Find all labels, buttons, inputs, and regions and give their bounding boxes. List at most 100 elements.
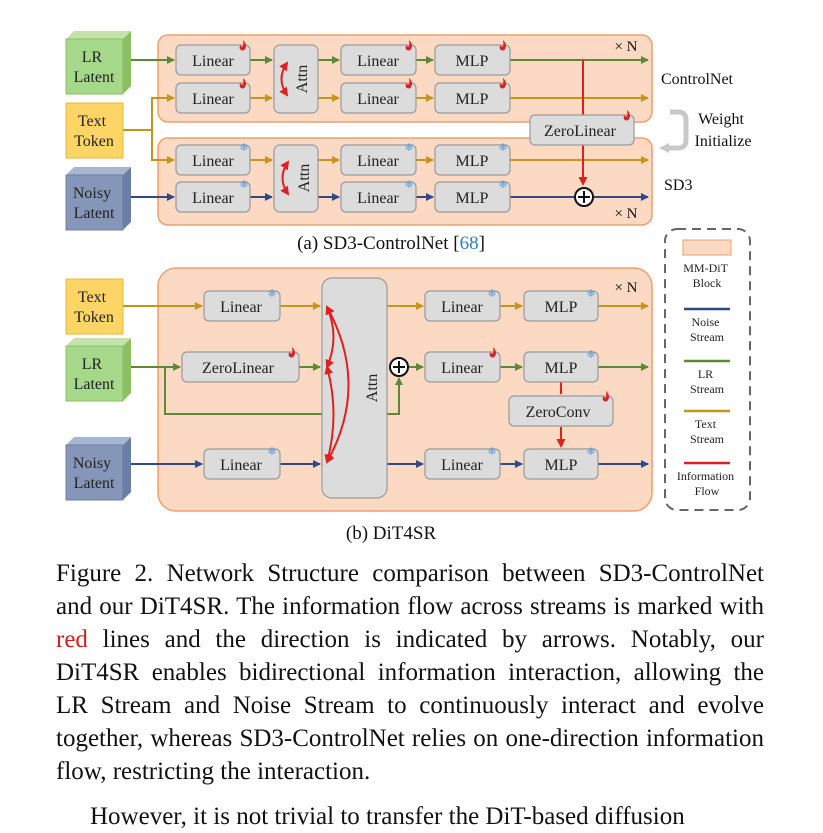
snowflake-icon: ❄ bbox=[267, 288, 276, 300]
body-text-fragment: However, it is not trivial to transfer t… bbox=[90, 803, 685, 830]
figure-caption: Figure 2. Network Structure comparison b… bbox=[56, 557, 764, 788]
svg-text:MLP: MLP bbox=[456, 190, 489, 207]
flame-icon bbox=[288, 347, 296, 358]
noisy-latent-cube-a: Noisy Latent bbox=[65, 167, 131, 231]
svg-text:Linear: Linear bbox=[357, 190, 399, 207]
panel-b: Text Token LR Latent Noisy Latent bbox=[65, 267, 653, 544]
lr-latent-label-a: LR Latent bbox=[74, 49, 115, 86]
svg-text:Attn: Attn bbox=[294, 65, 311, 93]
add-node-b bbox=[389, 357, 409, 377]
controlnet-attn: Attn bbox=[273, 44, 319, 114]
sd3-mlp-1: MLP ❄ bbox=[434, 142, 511, 176]
dit4sr-text-mlp: MLP ❄ bbox=[523, 288, 599, 322]
sd3-linear-1: Linear ❄ bbox=[175, 142, 251, 176]
text-token-box-b: Text Token bbox=[65, 278, 124, 335]
text-token-label-a: Text Token bbox=[74, 113, 114, 150]
weight-initialize-label: Weight Initialize bbox=[695, 111, 752, 150]
attn-bidirectional-arrow bbox=[279, 61, 289, 97]
noisy-latent-label-b: Noisy Latent bbox=[73, 455, 115, 492]
repeat-label-dit4sr: × N bbox=[614, 280, 637, 296]
noisy-latent-cube-b: Noisy Latent bbox=[65, 437, 131, 501]
svg-text:Attn: Attn bbox=[364, 374, 381, 402]
weight-initialize-arrow bbox=[659, 109, 689, 153]
snowflake-icon: ❄ bbox=[586, 446, 595, 458]
svg-text:Linear: Linear bbox=[192, 91, 234, 108]
svg-text:ZeroLinear: ZeroLinear bbox=[202, 360, 275, 377]
flame-icon bbox=[499, 40, 507, 51]
legend-mmdit-label: MM-DiT Block bbox=[683, 261, 730, 290]
caption-red-word: red bbox=[56, 626, 88, 653]
flame-icon bbox=[489, 347, 497, 358]
snowflake-icon: ❄ bbox=[586, 288, 595, 300]
svg-text:ZeroLinear: ZeroLinear bbox=[544, 123, 617, 140]
panel-b-caption: (b) DiT4SR bbox=[346, 523, 437, 544]
svg-text:MLP: MLP bbox=[456, 53, 489, 70]
svg-text:Linear: Linear bbox=[357, 153, 399, 170]
caption-part-1: Figure 2. Network Structure comparison b… bbox=[56, 560, 764, 620]
legend-info-label: Information Flow bbox=[677, 469, 737, 498]
noisy-latent-label-a: Noisy Latent bbox=[73, 185, 115, 222]
legend: MM-DiT Block Noise Stream LR Stream Text… bbox=[664, 228, 751, 511]
controlnet-linear-3: Linear bbox=[340, 40, 417, 76]
repeat-label-sd3: × N bbox=[614, 206, 637, 222]
dit4sr-noise-linear-1: Linear ❄ bbox=[203, 446, 281, 480]
svg-text:ZeroConv: ZeroConv bbox=[526, 404, 591, 421]
text-token-box-a: Text Token bbox=[65, 102, 124, 159]
snowflake-icon: ❄ bbox=[498, 142, 507, 154]
sd3-linear-3: Linear ❄ bbox=[340, 142, 417, 176]
citation-link[interactable]: 68 bbox=[460, 233, 479, 254]
stream-lines-a bbox=[123, 56, 649, 201]
dit4sr-noise-linear-2: Linear ❄ bbox=[424, 446, 501, 480]
panel-a-caption: (a) SD3-ControlNet [68] bbox=[297, 233, 485, 254]
dit4sr-lr-mlp: MLP ❄ bbox=[523, 349, 599, 383]
add-node-a bbox=[574, 187, 594, 207]
dit4sr-zero-conv: ZeroConv bbox=[508, 391, 614, 427]
dit4sr-zero-linear: ZeroLinear bbox=[181, 347, 300, 383]
svg-text:Linear: Linear bbox=[441, 360, 483, 377]
snowflake-icon: ❄ bbox=[267, 446, 276, 458]
lr-latent-cube-b: LR Latent bbox=[65, 338, 131, 402]
dit4sr-attn: Attn bbox=[321, 277, 388, 499]
svg-text:Linear: Linear bbox=[441, 457, 483, 474]
svg-text:Linear: Linear bbox=[192, 190, 234, 207]
snowflake-icon: ❄ bbox=[239, 179, 248, 191]
sd3-linear-4: Linear ❄ bbox=[340, 179, 417, 213]
dit4sr-text-linear-2: Linear ❄ bbox=[424, 288, 501, 322]
attn-bidirectional-arrows bbox=[324, 305, 350, 464]
dit4sr-lr-linear: Linear bbox=[424, 347, 501, 383]
snowflake-icon: ❄ bbox=[239, 142, 248, 154]
svg-text:Linear: Linear bbox=[220, 299, 262, 316]
repeat-label-controlnet: × N bbox=[614, 39, 637, 55]
legend-noise-label: Noise Stream bbox=[690, 315, 725, 344]
zero-linear-a: ZeroLinear bbox=[529, 110, 635, 146]
snowflake-icon: ❄ bbox=[404, 142, 413, 154]
dit4sr-text-linear-1: Linear ❄ bbox=[203, 288, 281, 322]
sd3-linear-2: Linear ❄ bbox=[175, 179, 251, 213]
controlnet-mlp-2: MLP bbox=[434, 78, 511, 114]
svg-text:Linear: Linear bbox=[357, 53, 399, 70]
snowflake-icon: ❄ bbox=[586, 349, 595, 361]
legend-text-label: Text Stream bbox=[690, 417, 725, 446]
dit4sr-noise-mlp: MLP ❄ bbox=[523, 446, 599, 480]
controlnet-linear-4: Linear bbox=[340, 78, 417, 114]
sd3-mlp-2: MLP ❄ bbox=[434, 179, 511, 213]
flame-icon bbox=[405, 78, 413, 89]
svg-text:MLP: MLP bbox=[545, 360, 578, 377]
lr-latent-label-b: LR Latent bbox=[74, 356, 115, 393]
text-token-label-b: Text Token bbox=[74, 289, 114, 326]
flame-icon bbox=[405, 40, 413, 51]
figure-diagram: LR Latent Text Token Noisy Latent bbox=[65, 31, 752, 544]
attn-bidirectional-arrow bbox=[280, 160, 290, 196]
flame-icon bbox=[239, 78, 247, 89]
controlnet-linear-1: Linear bbox=[175, 40, 251, 76]
controlnet-mlp-1: MLP bbox=[434, 40, 511, 76]
lr-latent-cube-a: LR Latent bbox=[65, 31, 131, 95]
controlnet-linear-2: Linear bbox=[175, 78, 251, 114]
flame-icon bbox=[239, 40, 247, 51]
legend-mmdit-swatch bbox=[682, 239, 732, 256]
caption-part-2: lines and the direction is indicated by … bbox=[56, 626, 764, 785]
snowflake-icon: ❄ bbox=[404, 179, 413, 191]
svg-text:Linear: Linear bbox=[192, 153, 234, 170]
snowflake-icon: ❄ bbox=[498, 179, 507, 191]
panel-a: LR Latent Text Token Noisy Latent bbox=[65, 31, 752, 254]
